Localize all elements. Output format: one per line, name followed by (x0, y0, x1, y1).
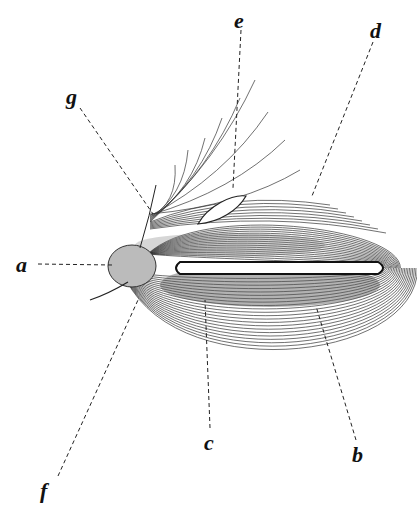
part-letter: e (234, 10, 244, 32)
part-letter: c (204, 432, 214, 454)
part-letter: d (370, 20, 381, 42)
part-letter: f (40, 480, 47, 502)
part-letter: a (16, 254, 27, 276)
part-letter: g (66, 86, 77, 108)
part-letter: b (352, 444, 363, 466)
